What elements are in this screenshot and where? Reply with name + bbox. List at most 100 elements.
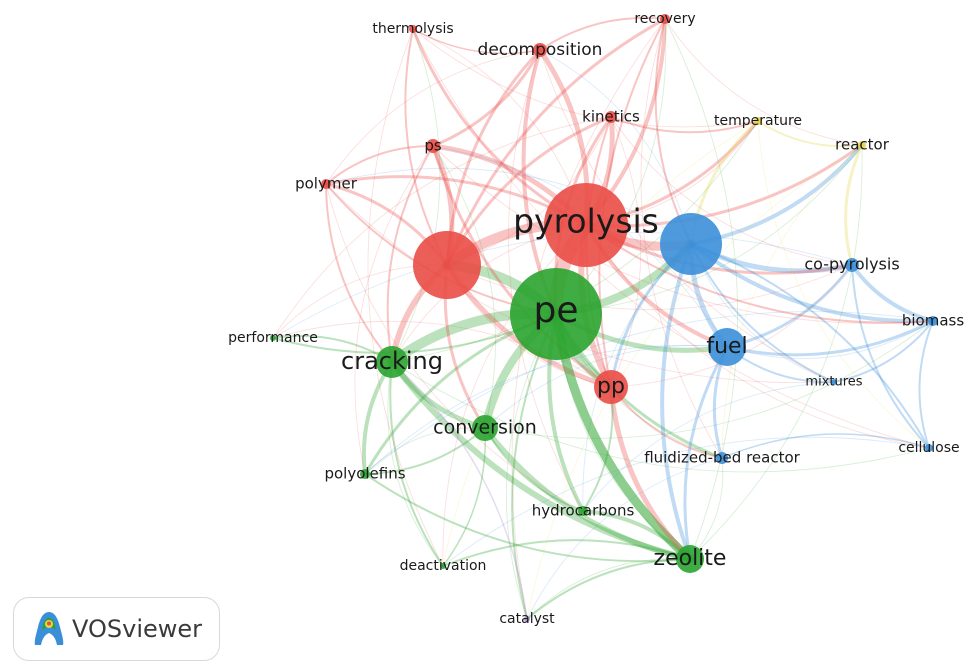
node-polyolefins[interactable] xyxy=(360,469,370,479)
node-decomposition[interactable] xyxy=(533,43,547,57)
label-layer: pyrolysis pe fuel cracking zeolite pp conversi… xyxy=(228,11,964,627)
node-kinetics[interactable] xyxy=(605,111,617,123)
link-deactivation-conversion xyxy=(442,427,487,567)
node-label-biomass[interactable]: biomass xyxy=(902,312,964,330)
link-zeolite-fluidized-bed reactor xyxy=(689,457,724,560)
node-label-decomposition[interactable]: decomposition xyxy=(478,40,603,60)
link-pyrolysis-biomass xyxy=(585,224,934,324)
link-polyolefins-conversion xyxy=(364,427,486,475)
link-fuel-biomass xyxy=(725,319,935,357)
link-fuel-polyolefins xyxy=(364,344,728,475)
node-label-conversion[interactable]: conversion xyxy=(433,417,537,439)
node-fluidized-bed-reactor[interactable] xyxy=(716,452,728,464)
node-temperature[interactable] xyxy=(754,117,762,125)
link-pp-zeolite xyxy=(608,384,693,562)
node-label-performance[interactable]: performance xyxy=(228,330,318,346)
node-mixtures[interactable] xyxy=(831,379,837,385)
vosviewer-logo: VOSviewer xyxy=(13,597,220,661)
node-pe[interactable] xyxy=(510,268,602,360)
link-recovery-decomposition xyxy=(539,16,666,51)
node-co-pyrolysis[interactable] xyxy=(845,258,859,272)
node-label-recovery[interactable]: recovery xyxy=(634,11,695,27)
node-polymer[interactable] xyxy=(321,179,331,189)
link-zeolite-recovery xyxy=(664,18,738,560)
node-label-fluidized-bed-reactor[interactable]: fluidized-bed reactor xyxy=(644,449,800,467)
link-recovery-fluidized-bed reactor xyxy=(640,18,723,459)
node-hydrocarbons[interactable] xyxy=(578,506,588,516)
link-kinetics-co-pyrolysis xyxy=(610,116,853,266)
link-co-pyrolysis-cellulose xyxy=(851,264,930,449)
node-label-fuel[interactable]: fuel xyxy=(706,334,747,359)
link-fuel-conversion xyxy=(484,345,728,429)
node-label-reactor[interactable]: reactor xyxy=(835,136,890,154)
node-ps[interactable] xyxy=(426,139,440,153)
node-biomass[interactable] xyxy=(928,316,938,326)
node-label-kinetics[interactable]: kinetics xyxy=(582,108,640,126)
node-catalyst[interactable] xyxy=(524,616,530,622)
node-conversion[interactable] xyxy=(472,415,498,441)
node-label-thermolysis[interactable]: thermolysis xyxy=(372,21,453,37)
node-label-catalyst[interactable]: catalyst xyxy=(499,611,555,627)
node-thermolysis[interactable] xyxy=(409,25,417,33)
node-label-pp[interactable]: pp xyxy=(597,374,625,399)
node-hdpe[interactable] xyxy=(413,231,481,299)
link-thermolysis-deactivation xyxy=(367,28,444,567)
node-cracking[interactable] xyxy=(376,346,408,378)
node-label-pe[interactable]: pe xyxy=(534,290,579,331)
node-label-deactivation[interactable]: deactivation xyxy=(400,558,487,574)
node-label-polymer[interactable]: polymer xyxy=(295,175,358,193)
node-performance[interactable] xyxy=(270,335,276,341)
link-cracking-deactivation xyxy=(387,361,444,567)
link-conversion-polyolefins xyxy=(364,427,486,475)
link-thermolysis-decomposition xyxy=(412,28,541,55)
node-label-hydrocarbons[interactable]: hydrocarbons xyxy=(532,502,635,520)
link-conversion-ps xyxy=(432,145,496,429)
link-decomposition-mixtures xyxy=(539,49,835,383)
node-cellulose[interactable] xyxy=(925,444,933,452)
link-ps-pp xyxy=(431,144,613,389)
link-mixtures-biomass xyxy=(833,320,934,383)
node-label-ps[interactable]: ps xyxy=(424,137,442,155)
link-oil-biomass xyxy=(689,242,935,324)
link-ps-biomass xyxy=(432,145,934,324)
node-fuel[interactable] xyxy=(708,328,746,366)
link-oil-polymer xyxy=(325,167,692,245)
node-recovery[interactable] xyxy=(660,14,670,24)
node-label-cracking[interactable]: cracking xyxy=(341,347,443,375)
link-ps-decomposition xyxy=(431,48,542,148)
link-cellulose-fluidized-bed reactor xyxy=(721,433,930,459)
link-pe-reactor xyxy=(555,144,863,315)
node-label-pyrolysis[interactable]: pyrolysis xyxy=(513,202,659,241)
link-hdpe-co-pyrolysis xyxy=(446,264,853,310)
link-reactor-catalyst xyxy=(526,144,863,620)
node-label-co-pyrolysis[interactable]: co-pyrolysis xyxy=(804,255,899,274)
link-conversion-hydrocarbons xyxy=(484,427,584,512)
link-mixtures-hydrocarbons xyxy=(582,381,835,512)
node-pp[interactable] xyxy=(594,370,628,404)
node-label-polyolefins[interactable]: polyolefins xyxy=(324,465,405,483)
node-label-cellulose[interactable]: cellulose xyxy=(898,440,959,456)
node-label-mixtures[interactable]: mixtures xyxy=(805,375,862,390)
link-cracking-zeolite xyxy=(389,359,693,562)
link-cellulose-deactivation xyxy=(442,436,930,567)
link-oil-zeolite xyxy=(660,242,693,561)
link-zeolite-catalyst xyxy=(526,558,691,620)
node-reactor[interactable] xyxy=(858,141,866,149)
node-oil[interactable] xyxy=(660,213,722,275)
node-pyrolysis[interactable] xyxy=(544,183,628,267)
link-ps-polyolefins xyxy=(354,145,434,475)
link-cracking-temperature xyxy=(391,120,759,363)
link-ps-polymer xyxy=(325,144,434,185)
link-temperature-reactor xyxy=(757,120,863,148)
link-oil-decomposition xyxy=(539,49,692,245)
link-cracking-cellulose xyxy=(391,361,930,473)
link-pp-kinetics xyxy=(610,116,642,388)
node-label-zeolite[interactable]: zeolite xyxy=(654,546,727,571)
node-layer xyxy=(270,14,938,622)
node-deactivation[interactable] xyxy=(440,563,446,569)
node-label-temperature[interactable]: temperature xyxy=(714,113,802,129)
link-biomass-polyolefins xyxy=(364,311,934,475)
node-zeolite[interactable] xyxy=(676,545,704,573)
